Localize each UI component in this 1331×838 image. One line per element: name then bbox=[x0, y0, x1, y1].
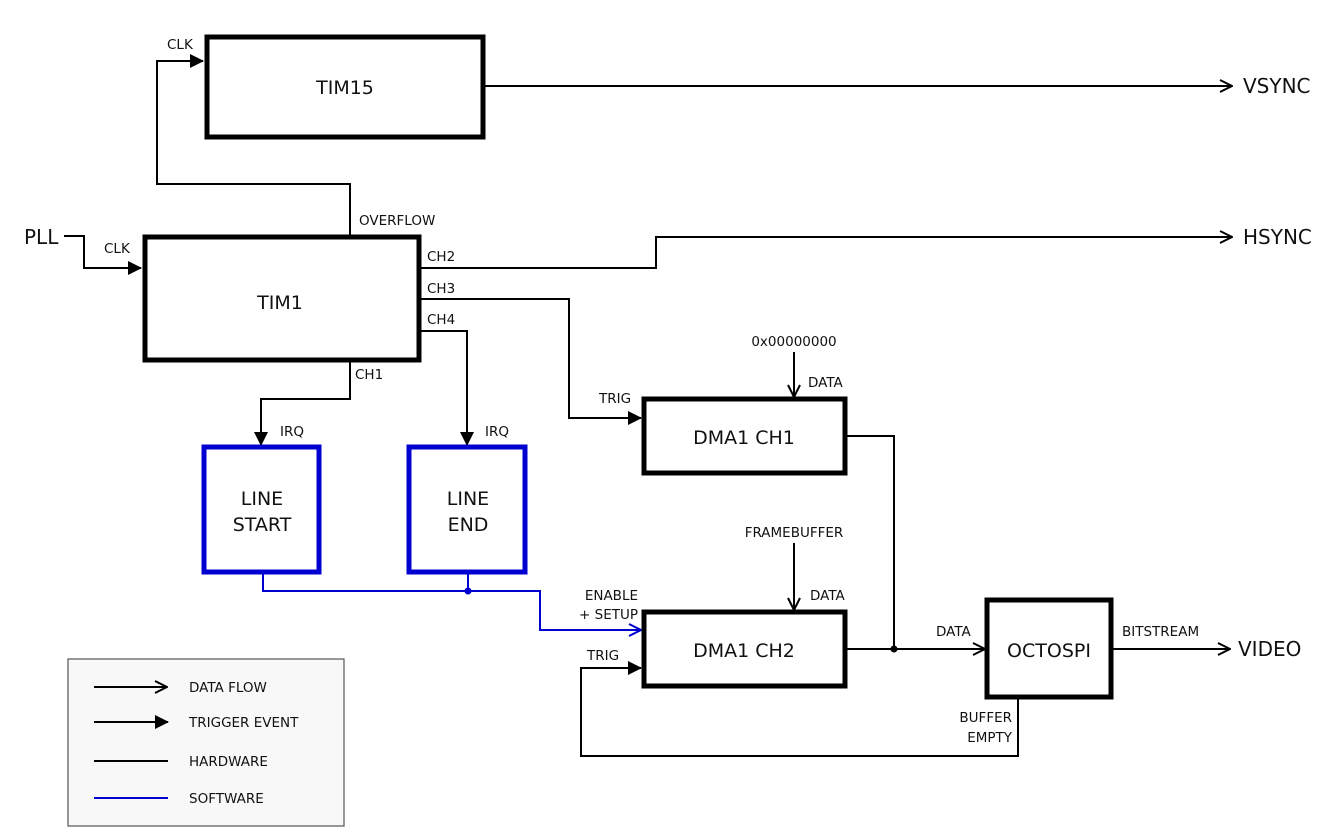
ch4-label: CH4 bbox=[427, 312, 455, 328]
tim1-clk-label: CLK bbox=[104, 241, 131, 257]
dma1-ch1-block: DMA1 CH1 bbox=[641, 396, 848, 476]
line-start-label-1: LINE bbox=[241, 488, 283, 510]
octospi-label: OCTOSPI bbox=[1007, 640, 1091, 662]
legend-label: DATA FLOW bbox=[189, 680, 267, 696]
legend-item-software: SOFTWARE bbox=[94, 791, 264, 807]
zero-address-label: 0x00000000 bbox=[751, 334, 836, 350]
dma1-ch2-label: DMA1 CH2 bbox=[693, 640, 795, 662]
dma1-ch2-trig-label: TRIG bbox=[586, 648, 619, 664]
legend-label: SOFTWARE bbox=[189, 791, 264, 807]
video-label: VIDEO bbox=[1238, 637, 1301, 661]
pll-label: PLL bbox=[24, 225, 59, 249]
line-start-software-wire bbox=[262, 573, 641, 630]
framebuffer-label: FRAMEBUFFER bbox=[745, 525, 844, 541]
legend: DATA FLOW TRIGGER EVENT HARDWARE SOFTWAR… bbox=[67, 658, 345, 827]
dma1-ch2-data-label: DATA bbox=[810, 588, 846, 604]
overflow-to-tim15-clk-wire bbox=[156, 54, 351, 237]
ch1-label: CH1 bbox=[355, 367, 383, 383]
hsync-label: HSYNC bbox=[1243, 225, 1312, 249]
empty-label: EMPTY bbox=[967, 730, 1013, 746]
octospi-block: OCTOSPI bbox=[984, 597, 1114, 700]
tim1-label: TIM1 bbox=[256, 292, 303, 314]
buffer-label: BUFFER bbox=[959, 710, 1012, 726]
dma1-ch1-trig-label: TRIG bbox=[598, 391, 631, 407]
line-end-block: LINE END bbox=[406, 444, 528, 575]
dma1-ch1-output-wire bbox=[846, 435, 895, 649]
ch1-to-line-start-irq-wire bbox=[254, 360, 351, 446]
dma1-ch1-data-label: DATA bbox=[808, 375, 844, 391]
tim15-label: TIM15 bbox=[315, 77, 374, 99]
ch3-to-dma1-ch1-trig-wire bbox=[419, 298, 642, 425]
octospi-data-label: DATA bbox=[936, 624, 972, 640]
overflow-label: OVERFLOW bbox=[359, 213, 435, 229]
tim1-block: TIM1 bbox=[142, 234, 422, 363]
ch2-to-hsync-wire bbox=[419, 237, 1232, 269]
setup-label: + SETUP bbox=[579, 607, 638, 623]
enable-label: ENABLE bbox=[585, 588, 638, 604]
dma1-ch1-label: DMA1 CH1 bbox=[693, 427, 795, 449]
bitstream-label: BITSTREAM bbox=[1122, 624, 1199, 640]
legend-item-data-flow: DATA FLOW bbox=[94, 680, 267, 696]
irq-line-end-label: IRQ bbox=[485, 424, 509, 440]
dma1-ch2-block: DMA1 CH2 bbox=[641, 609, 848, 689]
line-start-label-2: START bbox=[233, 514, 292, 536]
tim15-clk-label: CLK bbox=[167, 37, 194, 53]
ch4-to-line-end-irq-wire bbox=[419, 330, 474, 446]
ch2-label: CH2 bbox=[427, 249, 455, 265]
ch3-label: CH3 bbox=[427, 281, 455, 297]
legend-label: HARDWARE bbox=[189, 754, 268, 770]
line-end-label-1: LINE bbox=[447, 488, 489, 510]
software-junction-dot bbox=[464, 587, 472, 595]
legend-item-hardware: HARDWARE bbox=[94, 754, 268, 770]
vsync-label: VSYNC bbox=[1243, 74, 1311, 98]
line-end-label-2: END bbox=[448, 514, 489, 536]
buffer-empty-to-dma1-ch2-trig-wire bbox=[580, 661, 1019, 757]
irq-line-start-label: IRQ bbox=[280, 424, 304, 440]
tim15-block: TIM15 bbox=[204, 34, 486, 140]
line-start-block: LINE START bbox=[201, 444, 322, 575]
legend-label: TRIGGER EVENT bbox=[188, 715, 299, 731]
data-junction-dot bbox=[890, 645, 898, 653]
legend-item-trigger-event: TRIGGER EVENT bbox=[94, 715, 299, 731]
pll-to-tim1-clk-wire bbox=[64, 235, 142, 275]
